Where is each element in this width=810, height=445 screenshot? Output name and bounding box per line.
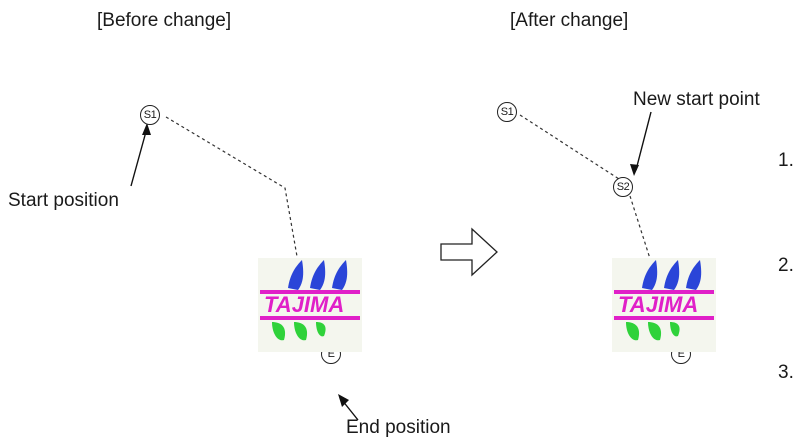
step-2-label: 2.: [778, 255, 794, 276]
tajima-logo-after: TAJIMA: [612, 258, 716, 352]
start-pointer-arrow: [130, 127, 148, 187]
after-old-start-marker: S1: [497, 102, 517, 122]
new-start-point-label: New start point: [633, 89, 760, 110]
after-stitch-path-b: [629, 195, 654, 269]
new-start-pointer-arrow: [635, 111, 652, 171]
start-position-label: Start position: [8, 190, 119, 211]
before-start-marker: S1: [140, 105, 160, 125]
step-1-label: 1.: [778, 150, 794, 171]
before-heading: [Before change]: [97, 10, 232, 31]
svg-text:TAJIMA: TAJIMA: [618, 292, 698, 317]
transition-arrow-icon: [440, 227, 498, 277]
svg-text:TAJIMA: TAJIMA: [264, 292, 344, 317]
new-start-pointer-head: [630, 164, 639, 176]
tajima-logo-before: TAJIMA: [258, 258, 362, 352]
step-3-label: 3.: [778, 362, 794, 383]
before-stitch-path: [165, 116, 299, 263]
end-pointer-head: [338, 394, 349, 407]
end-position-label: End position: [346, 417, 451, 438]
after-stitch-path-a: [519, 114, 620, 180]
after-new-start-marker: S2: [613, 177, 633, 197]
after-heading: [After change]: [510, 10, 629, 31]
start-pointer-head: [142, 123, 151, 135]
